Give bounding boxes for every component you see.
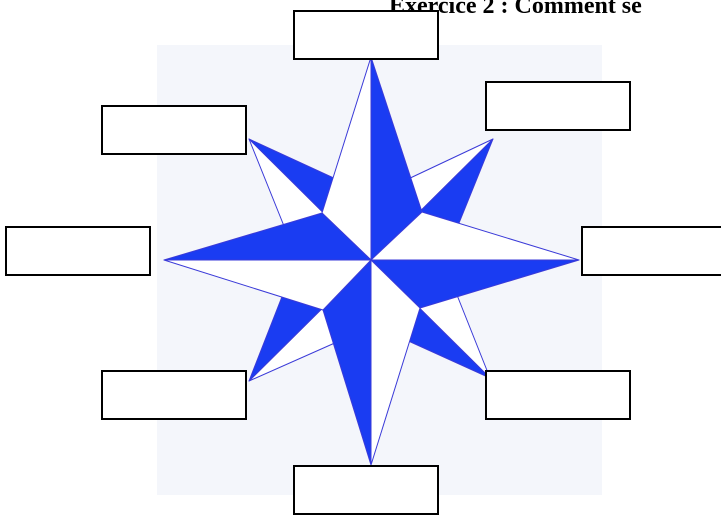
label-box-south[interactable] [293, 465, 439, 515]
label-box-south-east[interactable] [485, 370, 631, 420]
label-box-east[interactable] [581, 226, 721, 276]
label-box-north-west[interactable] [101, 105, 247, 155]
label-box-north[interactable] [293, 10, 439, 60]
label-box-west[interactable] [5, 226, 151, 276]
label-box-south-west[interactable] [101, 370, 247, 420]
label-box-north-east[interactable] [485, 81, 631, 131]
